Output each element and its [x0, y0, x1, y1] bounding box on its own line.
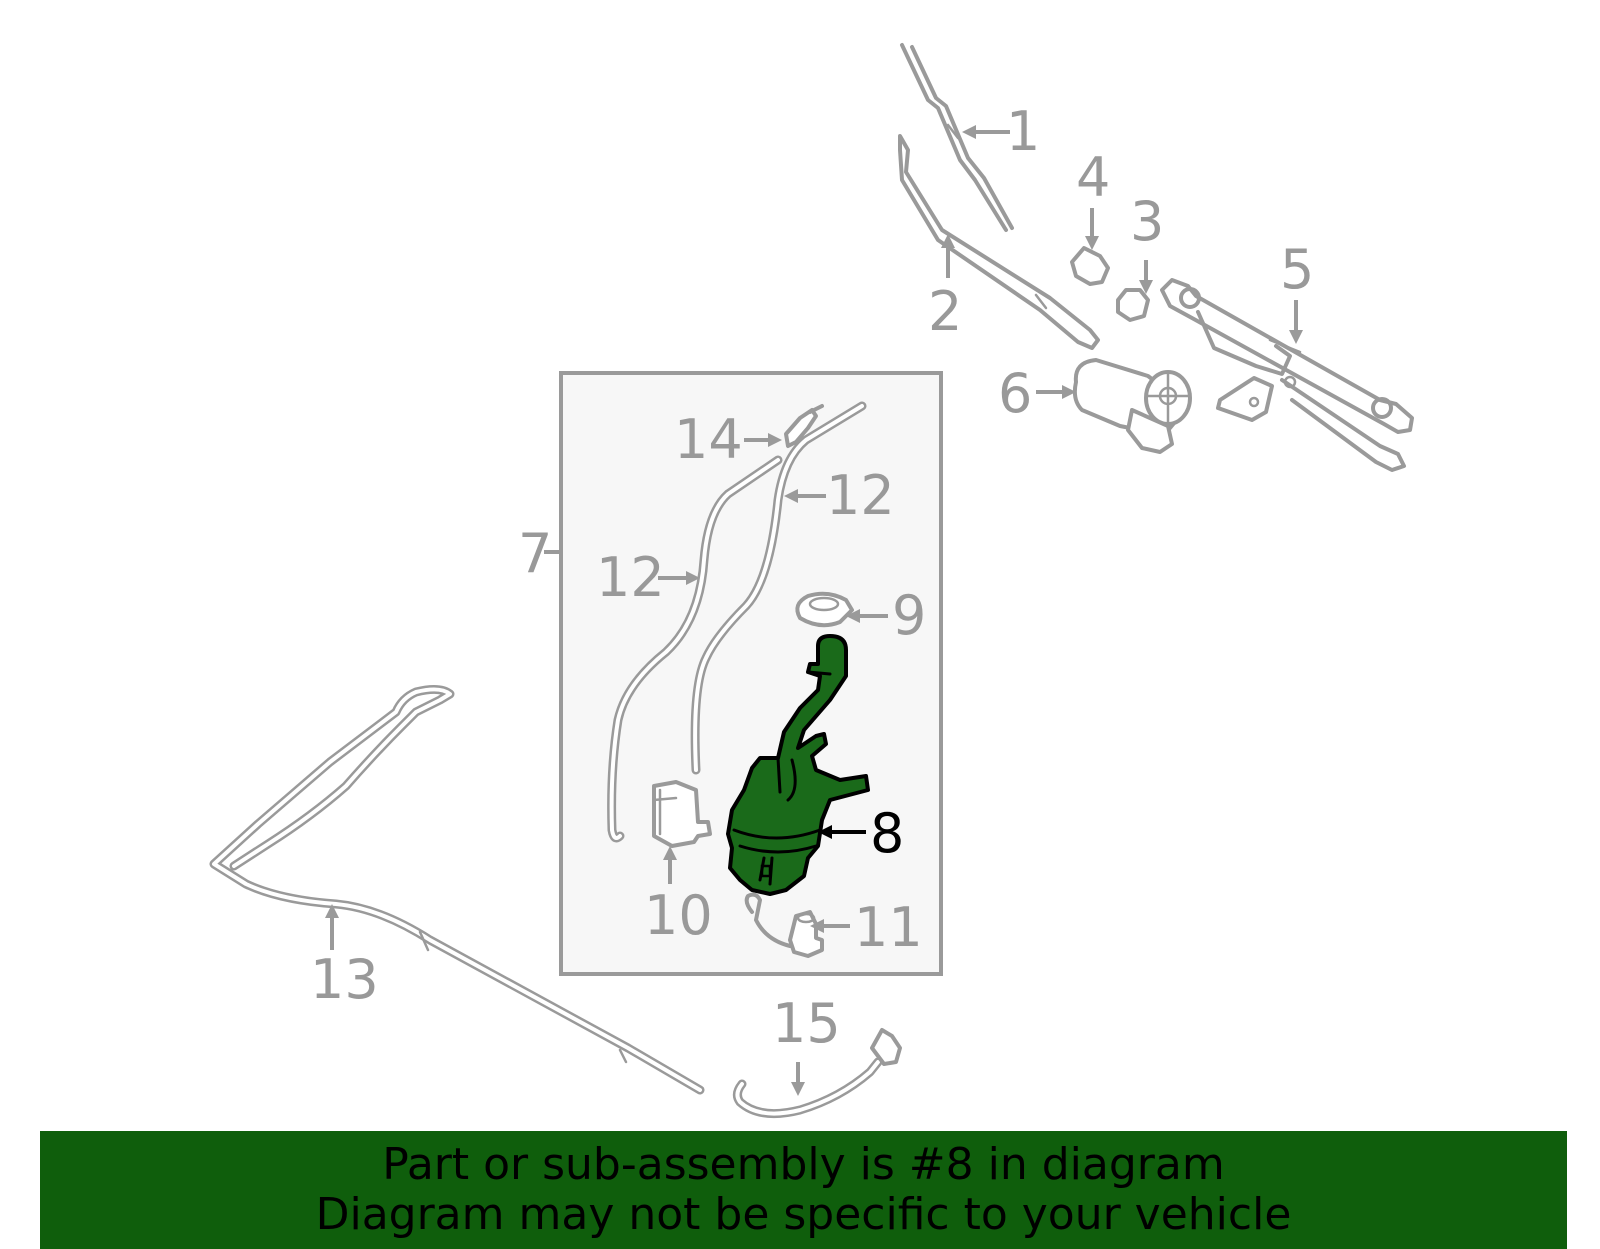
part-15-washer-hose-short[interactable] — [732, 1028, 902, 1119]
info-banner: Part or sub-assembly is #8 in diagram Di… — [40, 1131, 1567, 1249]
callout-13: 13 — [310, 948, 379, 1011]
part-3-nut[interactable] — [1116, 288, 1150, 322]
callout-15: 15 — [772, 992, 841, 1055]
part-12-washer-hose-right[interactable] — [690, 401, 867, 775]
callout-12-left: 12 — [596, 546, 665, 609]
part-13-washer-hose-long[interactable] — [209, 684, 705, 1095]
callout-14: 14 — [674, 408, 743, 471]
part-1-wiper-blade[interactable] — [900, 43, 1014, 232]
callout-11: 11 — [854, 896, 923, 959]
part-14-washer-nozzle[interactable] — [784, 404, 824, 448]
part-6-wiper-motor[interactable] — [1072, 358, 1192, 454]
banner-line-part: Part or sub-assembly is #8 in diagram — [382, 1139, 1225, 1190]
callout-1: 1 — [1006, 100, 1040, 163]
callout-12-right: 12 — [826, 464, 895, 527]
part-9-reservoir-cap[interactable] — [795, 591, 854, 628]
part-12-washer-hose-left[interactable] — [607, 455, 783, 843]
callout-9: 9 — [892, 584, 926, 647]
part-10-washer-pump[interactable] — [652, 780, 712, 848]
part-2-wiper-arm[interactable] — [898, 134, 1100, 350]
part-8-washer-reservoir[interactable] — [726, 634, 870, 896]
part-5-wiper-linkage[interactable] — [1160, 278, 1414, 472]
callout-4: 4 — [1076, 146, 1110, 209]
part-4-cap[interactable] — [1070, 246, 1110, 286]
callout-6: 6 — [998, 362, 1032, 425]
part-11-level-sensor[interactable] — [744, 892, 824, 958]
callout-3: 3 — [1130, 190, 1164, 253]
callout-7: 7 — [518, 522, 552, 585]
callout-10: 10 — [644, 884, 713, 947]
callout-2: 2 — [928, 280, 962, 343]
callout-8: 8 — [870, 802, 904, 865]
banner-line-disclaimer: Diagram may not be specific to your vehi… — [315, 1189, 1292, 1240]
callout-5: 5 — [1280, 238, 1314, 301]
leader-arrows — [325, 125, 1303, 1096]
